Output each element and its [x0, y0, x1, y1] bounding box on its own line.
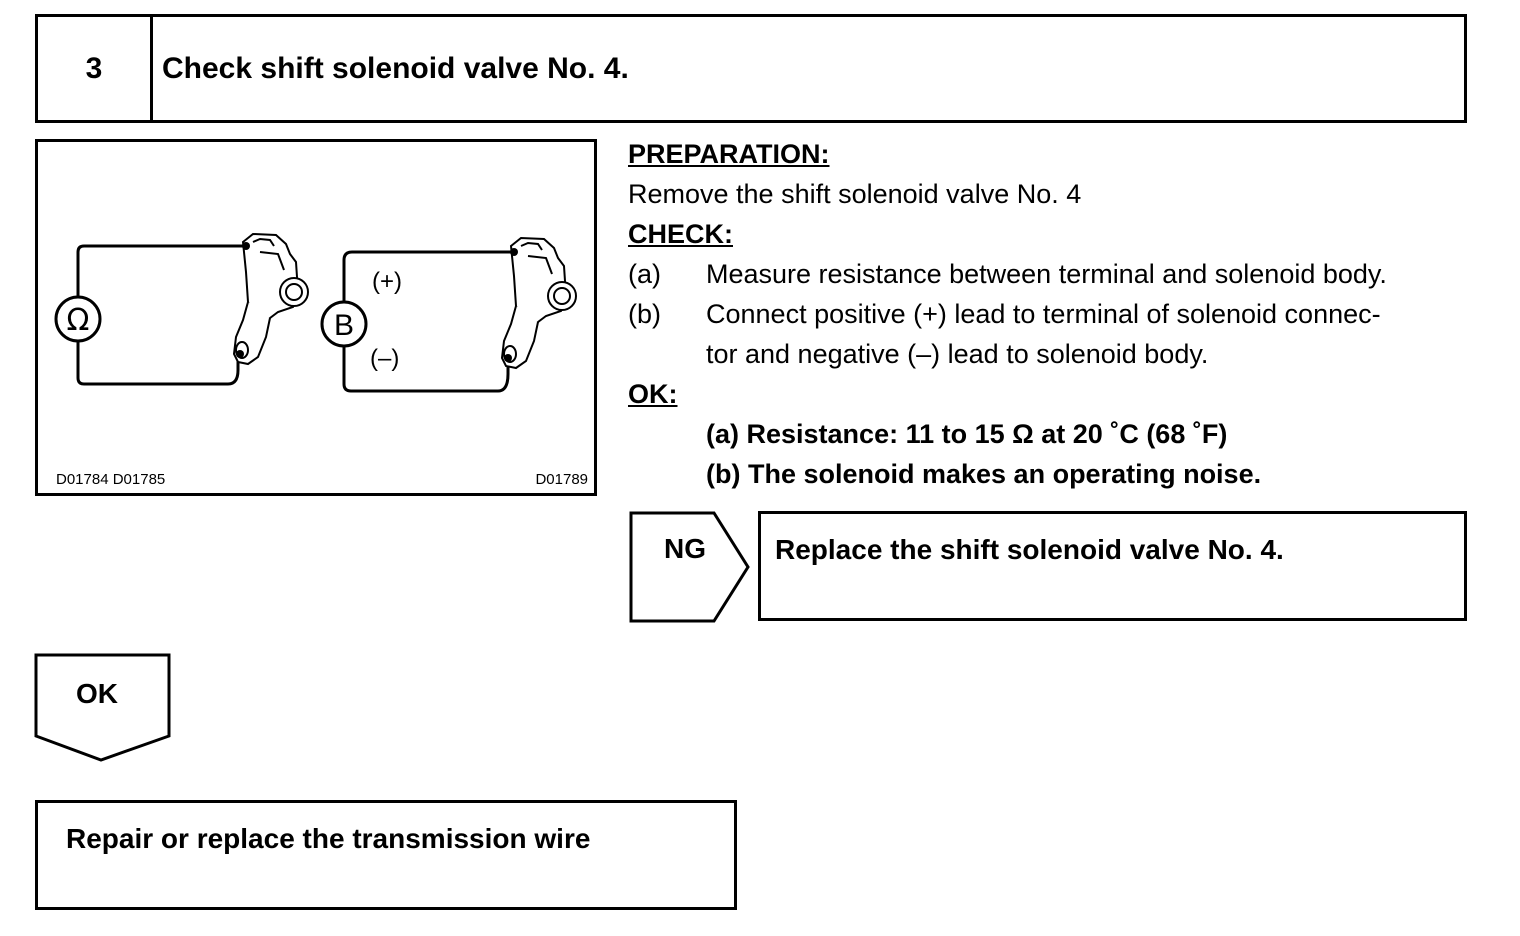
check-heading: CHECK:: [628, 219, 733, 249]
step-number: 3: [38, 17, 153, 120]
ok-item-a: (a) Resistance: 11 to 15 Ω at 20 ˚C (68 …: [706, 419, 1228, 449]
figure-code-right: D01789: [535, 471, 588, 488]
ohm-wire-top: [76, 244, 246, 309]
ng-action-text: Replace the shift solenoid valve No. 4.: [775, 534, 1284, 565]
solenoid-valve-icon-2: [500, 236, 577, 370]
ok-heading: OK:: [628, 379, 678, 409]
figure-code-left: D01784 D01785: [56, 471, 166, 488]
plus-label: (+): [372, 268, 402, 295]
check-marker-b: (b): [628, 299, 661, 329]
ohm-wire-bottom: [76, 341, 240, 386]
ok-arrow: [34, 653, 171, 762]
check-item-b-line2: tor and negative (–) lead to solenoid bo…: [706, 339, 1209, 369]
ng-action-box: Replace the shift solenoid valve No. 4.: [758, 511, 1467, 621]
step-title: Check shift solenoid valve No. 4.: [162, 51, 629, 85]
ok-action-text: Repair or replace the transmission wire: [66, 823, 591, 854]
solenoid-diagram: Ω B (+) (–): [54, 232, 577, 393]
check-marker-a: (a): [628, 259, 661, 289]
terminal-point-2: [510, 248, 518, 256]
ohm-symbol: Ω: [67, 303, 90, 338]
preparation-heading: PREPARATION:: [628, 139, 830, 169]
battery-wire-top: [342, 250, 514, 308]
check-item-b-line1: Connect positive (+) lead to terminal of…: [706, 299, 1381, 329]
body-point: [236, 350, 244, 358]
check-item-a: Measure resistance between terminal and …: [706, 259, 1387, 289]
battery-symbol: B: [334, 309, 354, 342]
solenoid-test-figure: Ω B (+) (–): [35, 139, 597, 496]
ok-label: OK: [76, 678, 118, 709]
ok-action-box: Repair or replace the transmission wire: [35, 800, 737, 910]
battery-wire-bottom: [342, 340, 510, 393]
ng-label: NG: [664, 533, 706, 564]
ohmmeter-icon: [54, 295, 102, 343]
ok-item-b: (b) The solenoid makes an operating nois…: [706, 459, 1262, 489]
body-point-2: [504, 354, 512, 362]
solenoid-valve-icon: [232, 232, 309, 366]
step-header: 3 Check shift solenoid valve No. 4.: [35, 14, 1467, 123]
terminal-point: [242, 242, 250, 250]
ng-arrow: [629, 511, 750, 623]
battery-icon: [320, 300, 368, 348]
preparation-text: Remove the shift solenoid valve No. 4: [628, 179, 1082, 209]
minus-label: (–): [370, 345, 399, 372]
